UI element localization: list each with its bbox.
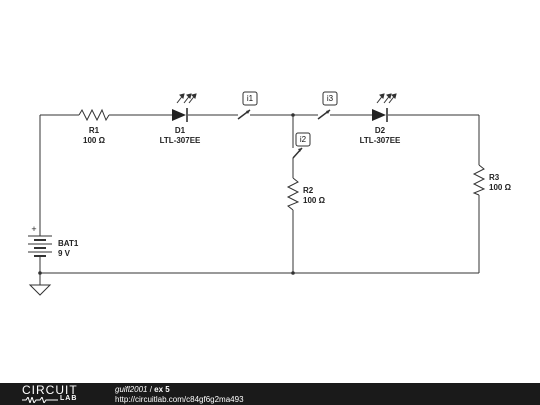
current-probe-i2[interactable]: i2 <box>292 132 311 159</box>
circuitlab-logo[interactable]: CIRCUIT LAB <box>22 384 94 404</box>
meta-separator: / <box>147 385 155 394</box>
junction-node-bottom <box>291 271 295 275</box>
author-link[interactable]: guifl2001 <box>115 385 148 394</box>
r2-value-label: 100 Ω <box>303 196 326 205</box>
d2-name-label: D2 <box>375 126 386 135</box>
battery-bat1[interactable]: + BAT1 9 V <box>28 224 79 258</box>
resistor-r2-icon <box>286 177 300 211</box>
r3-value-label: 100 Ω <box>489 183 512 192</box>
d1-name-label: D1 <box>175 126 186 135</box>
circuit-schematic: R1 100 Ω D1 LTL-307EE i1 <box>28 91 512 296</box>
d2-value-label: LTL-307EE <box>360 136 401 145</box>
r1-value-label: 100 Ω <box>83 136 106 145</box>
bat1-value-label: 9 V <box>58 249 71 258</box>
probe-i1-label: i1 <box>247 94 254 103</box>
probe-i1-arrow-icon <box>246 110 250 114</box>
footer-bar: CIRCUIT LAB guifl2001 / ex 5 http://circ… <box>0 383 540 405</box>
bat1-plus-sign: + <box>31 224 36 234</box>
led-d1[interactable]: D1 LTL-307EE <box>160 93 201 145</box>
ground-icon <box>28 284 52 296</box>
probe-i1-tag <box>242 91 258 106</box>
logo-wordmark-top: CIRCUIT <box>22 383 78 397</box>
resistor-r2[interactable]: R2 100 Ω <box>286 177 326 211</box>
probe-i2-arrow-icon <box>298 148 302 152</box>
probe-i3-label: i3 <box>327 94 334 103</box>
led-d2-icon <box>372 109 386 121</box>
r1-name-label: R1 <box>89 126 100 135</box>
r2-name-label: R2 <box>303 186 314 195</box>
resistor-r1[interactable]: R1 100 Ω <box>78 108 110 145</box>
resistor-r1-icon <box>78 108 110 122</box>
wires <box>38 113 480 285</box>
circuit-title: ex 5 <box>154 385 170 394</box>
r3-name-label: R3 <box>489 173 500 182</box>
led-d2[interactable]: D2 LTL-307EE <box>360 93 401 145</box>
led-d1-light-arrows-icon <box>176 93 197 104</box>
junction-node-bat <box>38 271 42 275</box>
d1-value-label: LTL-307EE <box>160 136 201 145</box>
logo-waveform-icon <box>22 397 58 403</box>
probe-i3-arrow-icon <box>326 110 330 114</box>
current-probe-i3[interactable]: i3 <box>317 91 338 120</box>
bat1-name-label: BAT1 <box>58 239 79 248</box>
led-d1-icon <box>172 109 186 121</box>
probe-i3-tag <box>322 91 338 106</box>
junction-node-top <box>291 113 295 117</box>
logo-wordmark-bottom: LAB <box>60 395 78 402</box>
circuit-url-link[interactable]: http://circuitlab.com/c84gf6g2ma493 <box>115 395 244 404</box>
probe-i2-label: i2 <box>300 135 307 144</box>
resistor-r3[interactable]: R3 100 Ω <box>472 164 512 196</box>
circuit-meta-line: guifl2001 / ex 5 <box>115 385 170 394</box>
led-d2-light-arrows-icon <box>376 93 397 104</box>
probe-i2-tag <box>295 132 311 147</box>
current-probe-i1[interactable]: i1 <box>237 91 258 120</box>
resistor-r3-icon <box>472 164 486 196</box>
battery-bat1-icon <box>28 228 52 258</box>
